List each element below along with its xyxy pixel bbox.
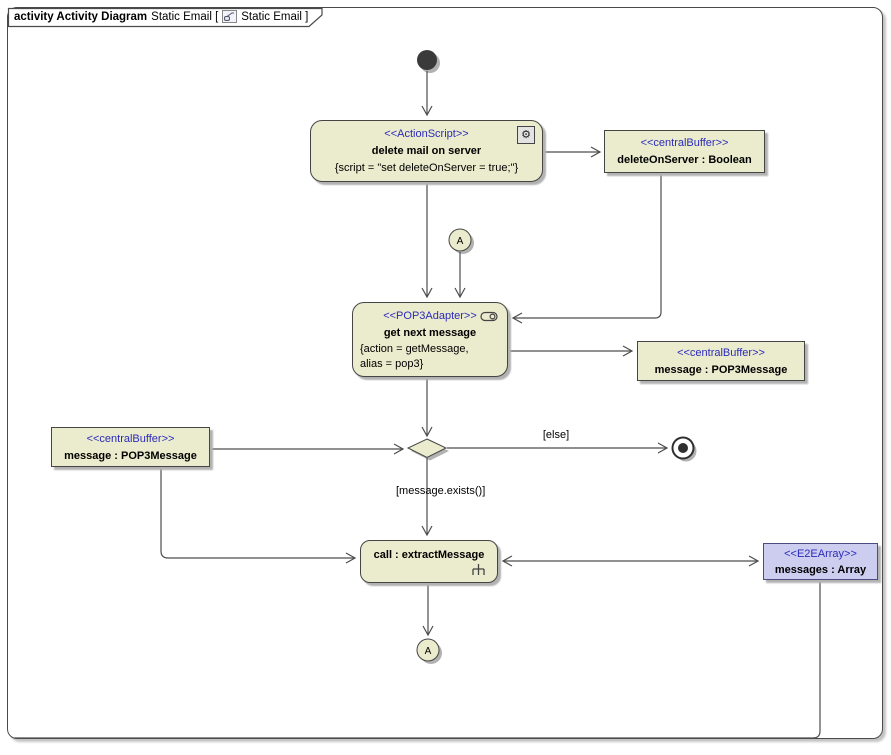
guard-message-exists: [message.exists()] <box>396 485 486 497</box>
decision-node[interactable] <box>406 438 448 459</box>
connector-bottom-label: A <box>425 646 432 657</box>
stereotype-label: <<centralBuffer>> <box>640 137 729 149</box>
final-node-dot <box>678 443 688 453</box>
buffer-name: message : POP3Message <box>64 450 197 462</box>
stereotype-label: <<POP3Adapter>> <box>383 310 477 322</box>
frame-name: Static Email [ <box>151 10 219 23</box>
buffer-name: message : POP3Message <box>654 364 788 376</box>
action-get-next-message[interactable]: <<POP3Adapter>> get next message {action… <box>352 302 508 377</box>
frame-name-close: Static Email ] <box>241 10 309 23</box>
stereotype-label: <<E2EArray>> <box>784 548 857 560</box>
centralbuffer-message-right[interactable]: <<centralBuffer>> message : POP3Message <box>637 341 805 381</box>
action-call-extractmessage[interactable]: call : extractMessage <box>360 540 498 583</box>
rake-icon <box>472 564 485 575</box>
action-param-line: alias = pop3} <box>360 358 424 370</box>
action-param-line: {action = getMessage, <box>360 343 469 355</box>
gear-icon: ⚙ <box>517 126 535 144</box>
centralbuffer-deleteonserver[interactable]: <<centralBuffer>> deleteOnServer : Boole… <box>604 130 765 173</box>
initial-node[interactable] <box>417 50 437 70</box>
action-name: call : extractMessage <box>373 549 485 561</box>
action-name: get next message <box>383 327 477 339</box>
action-script-text: {script = "set deleteOnServer = true;"} <box>334 162 519 174</box>
connector-top-label: A <box>457 236 464 247</box>
edge-array-bottom[interactable] <box>14 581 821 739</box>
buffer-name: deleteOnServer : Boolean <box>617 154 752 166</box>
centralbuffer-message-left[interactable]: <<centralBuffer>> message : POP3Message <box>51 427 210 467</box>
action-delete-mail-on-server[interactable]: <<ActionScript>> delete mail on server {… <box>310 120 543 182</box>
frame-kind-label: activity Activity Diagram <box>14 10 148 23</box>
edge-leftbuffer-to-extract[interactable] <box>160 468 357 564</box>
guard-else: [else] <box>542 429 570 441</box>
stereotype-label: <<centralBuffer>> <box>677 347 765 359</box>
edge-buffer-to-getnext[interactable] <box>511 174 662 324</box>
adapter-icon <box>480 311 498 322</box>
connector-bottom[interactable] <box>416 638 440 662</box>
e2earray-messages[interactable]: <<E2EArray>> messages : Array <box>763 543 878 580</box>
frame-title: activity Activity Diagram Static Email [… <box>14 10 308 23</box>
frame-title-tab <box>7 7 323 28</box>
connector-top[interactable] <box>448 228 472 252</box>
stereotype-label: <<ActionScript>> <box>384 128 469 140</box>
action-name: delete mail on server <box>371 145 482 157</box>
activity-diagram-icon <box>222 10 238 23</box>
array-name: messages : Array <box>774 564 867 576</box>
stereotype-label: <<centralBuffer>> <box>86 433 175 445</box>
